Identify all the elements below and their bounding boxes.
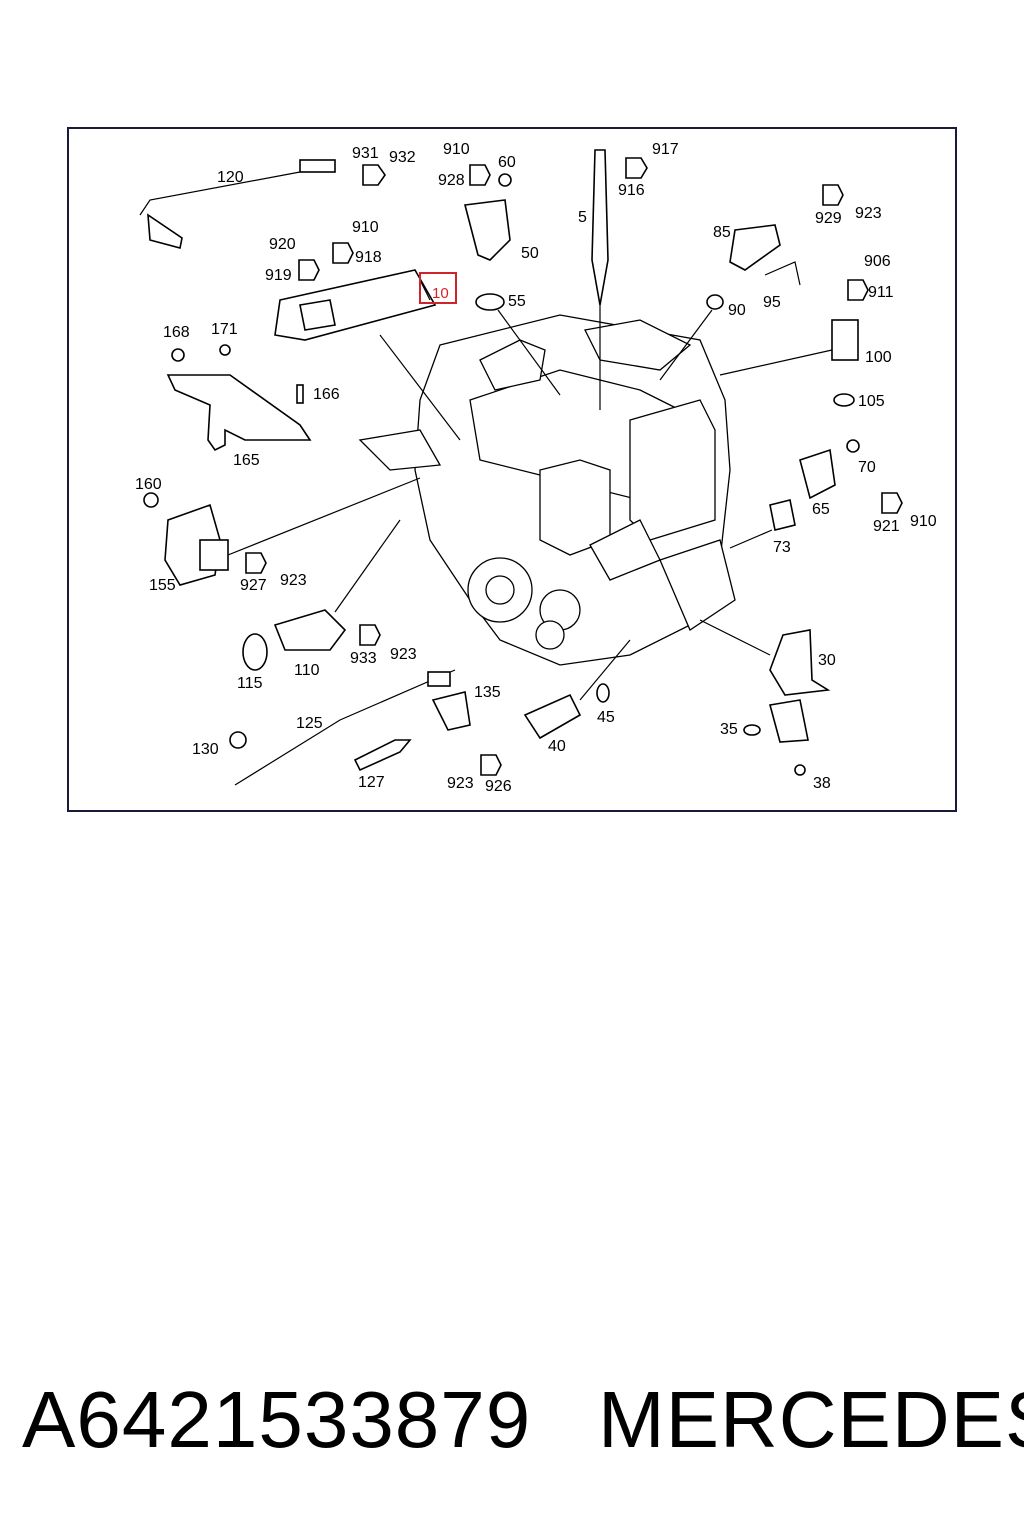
- callout-label: 125: [296, 715, 323, 732]
- part-125-cable: [229, 669, 471, 786]
- callout-label: 926: [485, 778, 512, 795]
- callout-label: 921: [873, 518, 900, 535]
- callout-label: 120: [217, 169, 244, 186]
- callout-label: 40: [548, 738, 566, 755]
- callout-label: 928: [438, 172, 465, 189]
- part-10-bracket: [274, 269, 461, 441]
- callout-label: 910: [910, 513, 937, 530]
- callout-label: 65: [812, 501, 830, 518]
- callout-label: 933: [350, 650, 377, 667]
- engine-block: [358, 314, 736, 666]
- callout-label: 932: [389, 149, 416, 166]
- callout-label: 910: [443, 141, 470, 158]
- connector-tags: [245, 157, 903, 776]
- engine-parts-diagram: 120 931 932 910 60 917 928 916 5 50 929 …: [135, 141, 937, 795]
- callout-label: 165: [233, 452, 260, 469]
- diagram-frame: [67, 127, 957, 812]
- callout-label: 927: [240, 577, 267, 594]
- callout-label: 105: [858, 393, 885, 410]
- part-100-sensor: [719, 319, 859, 407]
- callout-label: 168: [163, 324, 190, 341]
- highlight-box: [419, 272, 457, 304]
- callout-label: 923: [390, 646, 417, 663]
- callout-label: 155: [149, 577, 176, 594]
- callout-label: 923: [855, 205, 882, 222]
- callout-label: 923: [447, 775, 474, 792]
- callout-label: 918: [355, 249, 382, 266]
- callout-label: 30: [818, 652, 836, 669]
- callout-label: 38: [813, 775, 831, 792]
- callout-label: 95: [763, 294, 781, 311]
- part-155-sensor: [143, 477, 421, 586]
- callout-label: 10: [432, 285, 449, 302]
- part-110-valve: [242, 519, 401, 671]
- part-165-bracket: [166, 344, 312, 452]
- callout-label: 55: [508, 293, 526, 310]
- brand-name: MERCEDES: [598, 1375, 1024, 1464]
- callout-label: 127: [358, 774, 385, 791]
- callout-label: 931: [352, 145, 379, 162]
- callout-label: 35: [720, 721, 738, 738]
- callout-labels: 120 931 932 910 60 917 928 916 5 50 929 …: [135, 141, 937, 795]
- callout-label: 100: [865, 349, 892, 366]
- part-number: A6421533879: [22, 1375, 532, 1464]
- callout-label: 45: [597, 709, 615, 726]
- callout-label: 90: [728, 302, 746, 319]
- callout-label: 85: [713, 224, 731, 241]
- part-85-sensor: [659, 224, 801, 381]
- part-5-glow-plug: [591, 149, 609, 410]
- callout-label: 70: [858, 459, 876, 476]
- callout-label: 160: [135, 476, 162, 493]
- callout-label: 115: [237, 675, 263, 692]
- callout-label: 923: [280, 572, 307, 589]
- callout-label: 171: [211, 321, 238, 338]
- callout-label: 910: [352, 219, 379, 236]
- callout-label: 166: [313, 386, 340, 403]
- callout-label: 73: [773, 539, 791, 556]
- callout-label: 60: [498, 154, 516, 171]
- part-65-sensor: [729, 439, 860, 549]
- part-30-sensor: [699, 619, 831, 776]
- part-120-sensor: [139, 159, 336, 249]
- callout-label: 911: [868, 284, 894, 301]
- callout-label: 110: [294, 662, 320, 679]
- callout-label: 916: [618, 182, 645, 199]
- part-40-sensor: [523, 639, 631, 740]
- part-50-sensor: [463, 173, 561, 396]
- callout-label: 130: [192, 741, 219, 758]
- callout-label: 906: [864, 253, 891, 270]
- callout-label: 920: [269, 236, 296, 253]
- callout-label: 50: [521, 245, 539, 262]
- callout-label: 5: [578, 209, 587, 226]
- callout-label: 919: [265, 267, 292, 284]
- callout-label: 929: [815, 210, 842, 227]
- callout-label: 917: [652, 141, 679, 158]
- callout-label: 135: [474, 684, 501, 701]
